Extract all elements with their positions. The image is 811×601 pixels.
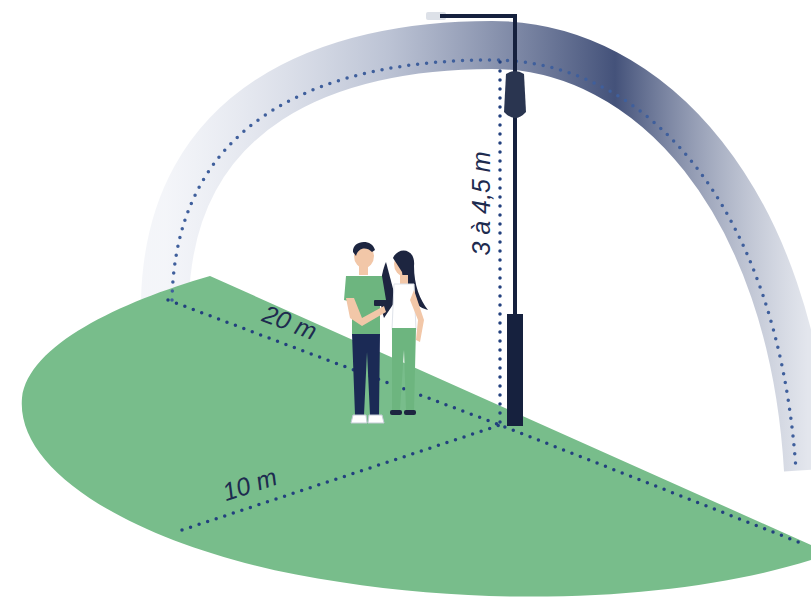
dimension-lines [168, 62, 806, 545]
width-line [182, 425, 500, 530]
height-dimension: 3 à 4,5 m [468, 151, 493, 255]
height-line [498, 62, 502, 425]
lamp-pole [513, 14, 517, 314]
lamp-arm [440, 14, 517, 18]
lit-ground [22, 276, 811, 597]
length-line [168, 300, 806, 545]
couple [344, 242, 428, 423]
dotted-arc [172, 60, 796, 470]
lamp-base [507, 314, 523, 426]
luminaire [504, 71, 526, 118]
street-lamp [426, 12, 526, 426]
